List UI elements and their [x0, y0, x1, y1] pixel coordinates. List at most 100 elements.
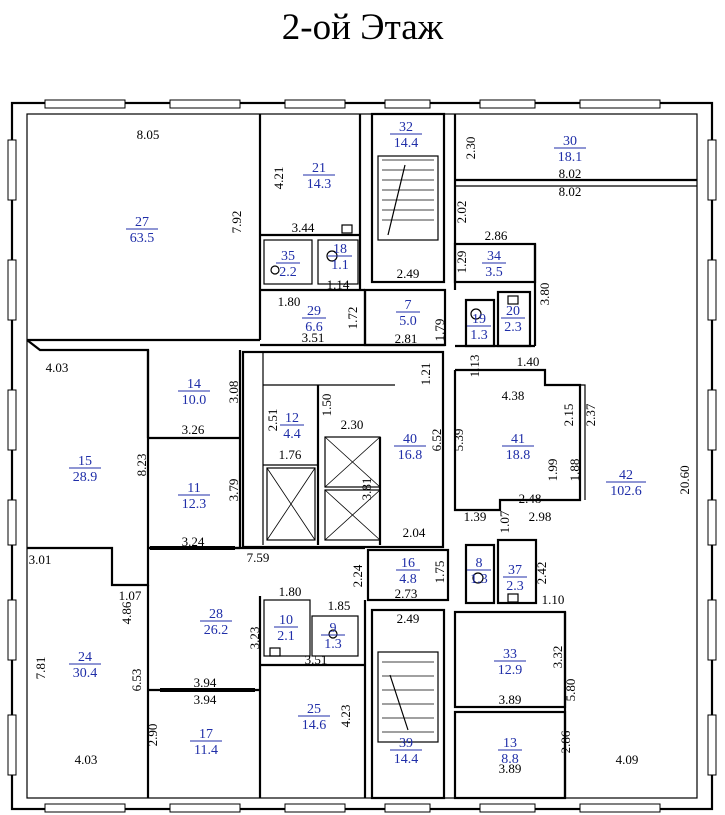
dimension-label: 8.23 — [134, 454, 149, 477]
room-35-number: 35 — [281, 249, 295, 264]
dimension-label: 3.51 — [305, 652, 328, 667]
dimension-label: 2.30 — [463, 137, 478, 160]
room-25-area: 14.6 — [302, 718, 327, 733]
dimension-label: 1.76 — [279, 447, 302, 462]
dimension-label: 2.42 — [534, 562, 549, 585]
dimension-label: 2.86 — [558, 730, 573, 753]
dimension-label: 8.05 — [137, 127, 160, 142]
room-18-area: 1.1 — [331, 258, 349, 273]
room-20: 202.3 — [501, 304, 525, 335]
room-16-area: 4.8 — [399, 572, 417, 587]
dimension-label: 1.13 — [467, 355, 482, 378]
dimension-label: 1.29 — [454, 251, 469, 274]
room-12-area: 4.4 — [283, 427, 301, 442]
room-13: 138.8 — [498, 736, 522, 767]
room-20-area: 2.3 — [504, 320, 522, 335]
dimension-label: 2.30 — [341, 417, 364, 432]
room-29-number: 29 — [307, 304, 321, 319]
room-8-number: 8 — [476, 556, 483, 571]
room-29: 296.6 — [302, 304, 326, 335]
room-24-number: 24 — [78, 650, 92, 665]
dimension-label: 3.79 — [226, 479, 241, 502]
dimension-label: 5.39 — [451, 429, 466, 452]
dimension-label: 3.94 — [194, 675, 217, 690]
room-18: 181.1 — [328, 242, 352, 273]
room-39-number: 39 — [399, 736, 413, 751]
dimension-label: 4.38 — [502, 388, 525, 403]
room-19: 191.3 — [467, 312, 491, 343]
room-13-area: 8.8 — [501, 752, 519, 767]
dimension-label: 1.39 — [464, 509, 487, 524]
dimension-label: 1.85 — [328, 598, 351, 613]
dimension-label: 1.79 — [432, 319, 447, 342]
room-33-area: 12.9 — [498, 663, 523, 678]
dimension-label: 3.23 — [247, 627, 262, 650]
dimension-label: 3.08 — [226, 381, 241, 404]
dimension-label: 5.80 — [563, 679, 578, 702]
dimension-label: 4.23 — [338, 705, 353, 728]
room-labels: 2763.52114.3352.2181.1296.63214.475.0301… — [69, 120, 646, 767]
room-19-number: 19 — [472, 312, 486, 327]
dimension-label: 7.81 — [33, 657, 48, 680]
room-11-number: 11 — [187, 481, 200, 496]
room-30-number: 30 — [563, 134, 577, 149]
dimension-label: 3.89 — [499, 761, 522, 776]
room-34-area: 3.5 — [485, 265, 503, 280]
room-15-number: 15 — [78, 454, 92, 469]
room-20-number: 20 — [506, 304, 520, 319]
dimension-label: 2.49 — [397, 611, 420, 626]
dimension-label: 4.86 — [119, 601, 134, 624]
room-34-number: 34 — [487, 249, 501, 264]
dimension-label: 7.92 — [229, 211, 244, 234]
room-42-area: 102.6 — [610, 484, 642, 499]
room-8-area: 1.3 — [470, 572, 488, 587]
dimension-label: 1.21 — [418, 363, 433, 386]
dimension-label: 1.10 — [542, 592, 565, 607]
room-33-number: 33 — [503, 647, 517, 662]
room-9: 91.3 — [321, 621, 345, 652]
room-7-area: 5.0 — [399, 314, 417, 329]
dimension-label: 1.75 — [432, 561, 447, 584]
interior-walls — [26, 112, 697, 800]
room-9-number: 9 — [330, 621, 337, 636]
room-42-number: 42 — [619, 468, 633, 483]
room-35: 352.2 — [276, 249, 300, 280]
room-34: 343.5 — [482, 249, 506, 280]
room-14-area: 10.0 — [182, 393, 207, 408]
dimension-label: 2.49 — [397, 266, 420, 281]
room-21-number: 21 — [312, 161, 326, 176]
dimension-label: 3.26 — [182, 422, 205, 437]
dimension-label: 8.02 — [559, 184, 582, 199]
dimension-label: 3.81 — [359, 478, 374, 501]
floor-title: 2-ой Этаж — [281, 7, 444, 48]
room-32-area: 14.4 — [394, 136, 419, 151]
room-16: 164.8 — [396, 556, 420, 587]
room-39-area: 14.4 — [394, 752, 419, 767]
dimension-label: 3.80 — [537, 283, 552, 306]
room-18-number: 18 — [333, 242, 347, 257]
dimension-label: 6.52 — [429, 429, 444, 452]
room-12-number: 12 — [285, 411, 299, 426]
room-11-area: 12.3 — [182, 497, 207, 512]
windows — [7, 99, 717, 813]
dimension-label: 2.86 — [485, 228, 508, 243]
room-16-number: 16 — [401, 556, 415, 571]
room-13-number: 13 — [503, 736, 517, 751]
dimension-label: 4.03 — [75, 752, 98, 767]
room-41-area: 18.8 — [506, 448, 531, 463]
dimension-label: 3.89 — [499, 692, 522, 707]
stair-marks — [382, 159, 434, 733]
